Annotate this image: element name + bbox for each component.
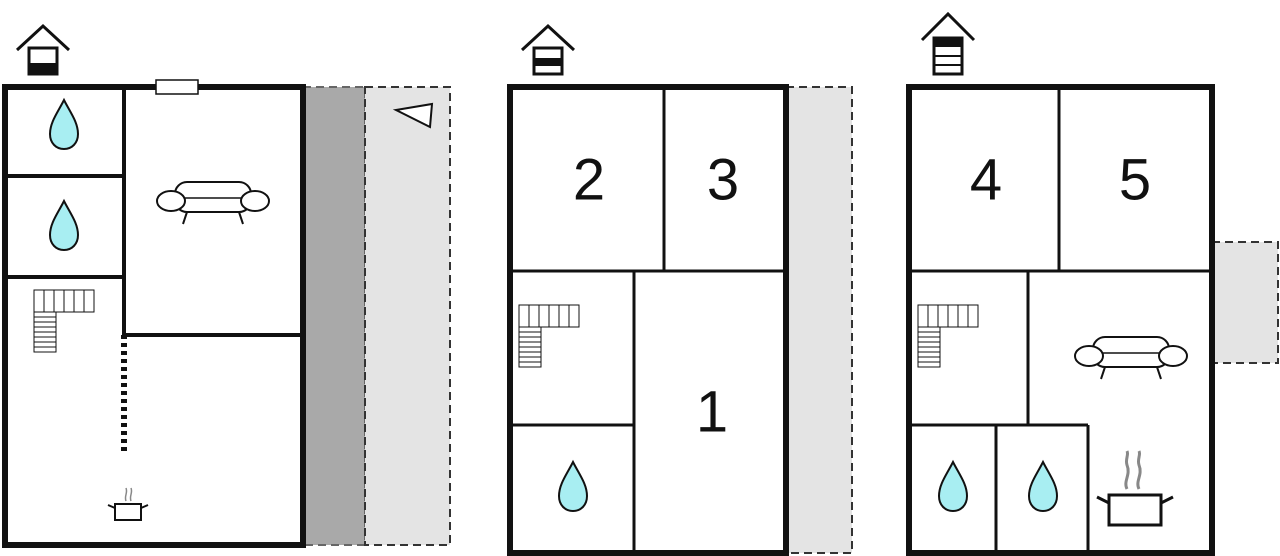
interior-walls: [5, 87, 303, 337]
balcony: [785, 86, 853, 554]
direction-triangle-icon: [392, 102, 434, 129]
balcony: [1211, 241, 1279, 364]
covered-terrace: [302, 86, 366, 546]
room-number: 2: [573, 148, 605, 213]
house-floor-indicator-icon: [15, 23, 71, 76]
open-terrace: [364, 86, 451, 546]
floor-plan-ground: [2, 23, 451, 548]
room-number: 5: [1119, 148, 1151, 213]
house-floor-indicator-icon: [520, 23, 576, 76]
room-number: 3: [707, 148, 739, 213]
window: [155, 79, 199, 95]
house-floor-indicator-icon: [920, 11, 976, 76]
floor-plan-second: 4 5: [906, 11, 1279, 556]
interior-walls: [510, 87, 786, 553]
room-number: 1: [696, 380, 728, 445]
interior-walls: [909, 87, 1212, 553]
room-number: 4: [970, 148, 1002, 213]
floor-plan-first: 2 3 1: [507, 23, 853, 556]
